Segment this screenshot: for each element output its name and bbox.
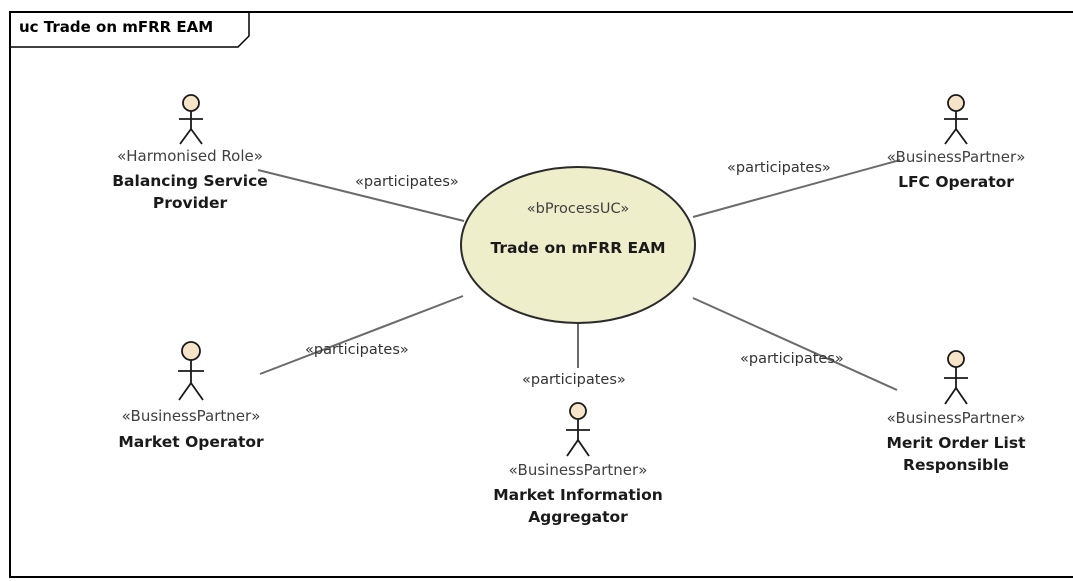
actor-stereotype: «Harmonised Role» bbox=[117, 147, 263, 165]
actor-figure-icon bbox=[179, 94, 203, 145]
actor-name: Merit Order List Responsible bbox=[886, 434, 1026, 474]
use-case-name: Trade on mFRR EAM bbox=[490, 239, 666, 257]
actor-stereotype: «BusinessPartner» bbox=[121, 407, 261, 425]
actor-figure-icon bbox=[944, 94, 968, 145]
actor-name: Market Information Aggregator bbox=[493, 486, 663, 526]
connector-label-lfc: «participates» bbox=[727, 160, 831, 176]
use-case-ellipse[interactable] bbox=[460, 166, 696, 324]
connector-label-bsp: «participates» bbox=[355, 174, 459, 190]
actor-name: Balancing Service Provider bbox=[112, 172, 268, 212]
actor-figure-icon bbox=[566, 402, 590, 457]
actor-name: LFC Operator bbox=[898, 173, 1014, 191]
connector-label-mia: «participates» bbox=[522, 372, 626, 388]
actor-stereotype: «BusinessPartner» bbox=[886, 409, 1026, 427]
connector-mo[interactable] bbox=[259, 295, 464, 375]
diagram-title-tab bbox=[9, 11, 250, 48]
connector-lfc[interactable] bbox=[692, 159, 901, 218]
actor-figure-icon bbox=[178, 341, 204, 401]
diagram-title: uc Trade on mFRR EAM bbox=[19, 18, 214, 36]
actor-figure-icon bbox=[944, 350, 968, 405]
connector-label-mo: «participates» bbox=[305, 342, 409, 358]
connector-molr[interactable] bbox=[692, 297, 898, 391]
actor-stereotype: «BusinessPartner» bbox=[886, 148, 1026, 166]
connector-bsp[interactable] bbox=[257, 169, 465, 222]
use-case-stereotype: «bProcessUC» bbox=[526, 201, 630, 217]
actor-stereotype: «BusinessPartner» bbox=[508, 461, 648, 479]
connector-label-molr: «participates» bbox=[740, 351, 844, 367]
actor-name: Market Operator bbox=[118, 433, 264, 451]
diagram-frame bbox=[9, 11, 1073, 578]
